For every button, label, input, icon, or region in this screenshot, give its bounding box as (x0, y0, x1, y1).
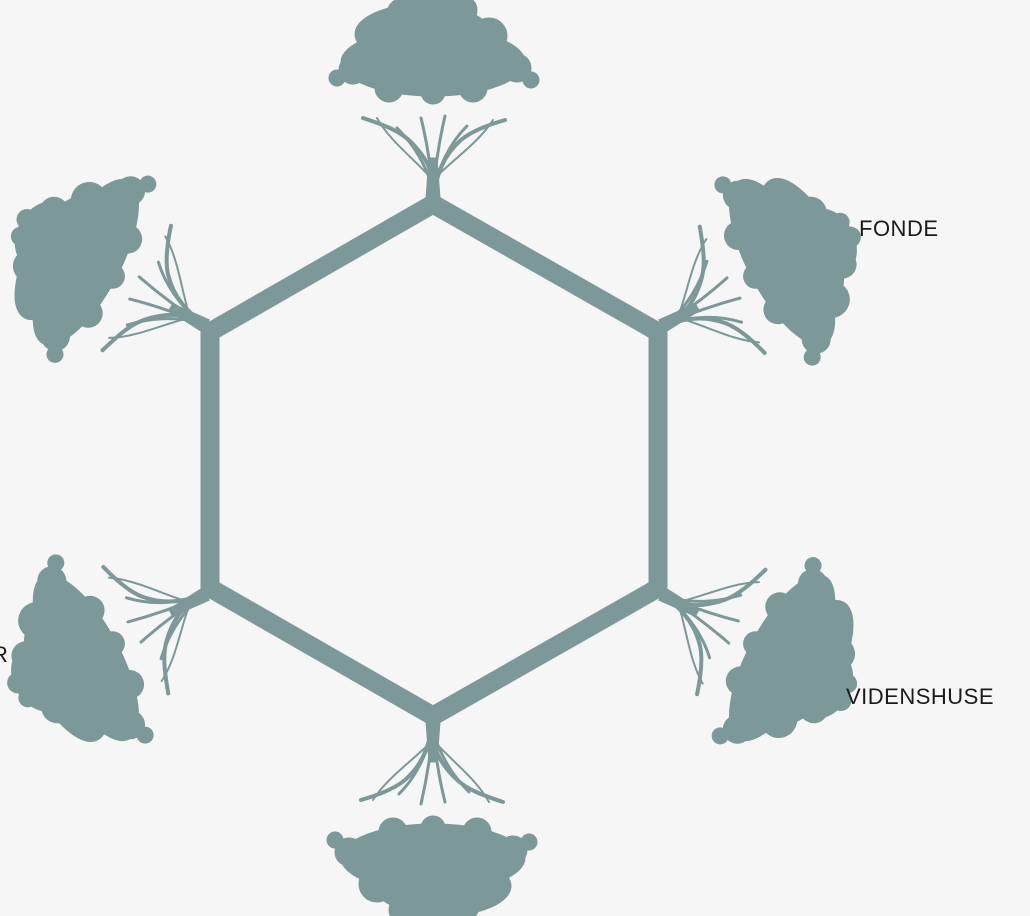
tree-top-icon (329, 0, 539, 198)
label-fonde: FONDE (859, 218, 939, 240)
label-videnshuse: VIDENSHUSE (846, 686, 994, 708)
hexagon-frame (210, 204, 658, 716)
label-left-partial: R (0, 644, 8, 666)
tree-bottom-icon (327, 722, 537, 916)
